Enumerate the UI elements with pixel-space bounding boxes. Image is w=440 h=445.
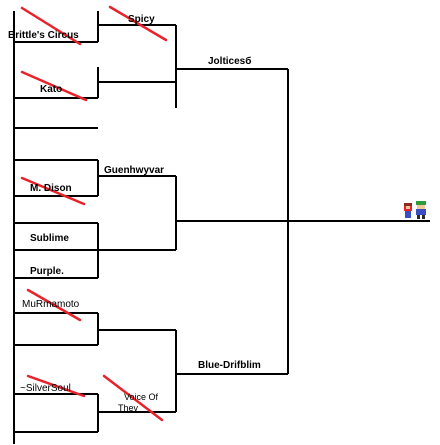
competitor-label-m-dison: M. Dison — [30, 183, 72, 194]
semifinalist-label-blue-drifblim: Blue-Drifblim — [198, 360, 261, 371]
competitor-label-guenhwyvar: Guenhwyvar — [104, 165, 165, 176]
elimination-strikes — [20, 5, 168, 422]
semifinalist-label-jolticesb: Jolticesб — [208, 56, 252, 67]
competitor-label-spicy: Spicy — [128, 14, 155, 25]
bracket-lines — [13, 11, 430, 444]
competitor-label-purple: Purple. — [30, 266, 64, 277]
competitor-label-murmamoto: MuRmamoto — [22, 299, 80, 310]
competitor-label-kato: Kato — [40, 84, 63, 95]
competitor-label-silversoul: ~SilverSoul — [20, 383, 71, 394]
competitor-label-thev: Thev — [118, 403, 139, 413]
competitor-label-brittles-circus: Brittle's Circus — [8, 30, 79, 41]
competitor-label-sublime: Sublime — [30, 233, 69, 244]
pokemon-trainer-sprites-icon — [404, 201, 426, 219]
competitor-label-voice-of: Voice Of — [124, 392, 159, 402]
